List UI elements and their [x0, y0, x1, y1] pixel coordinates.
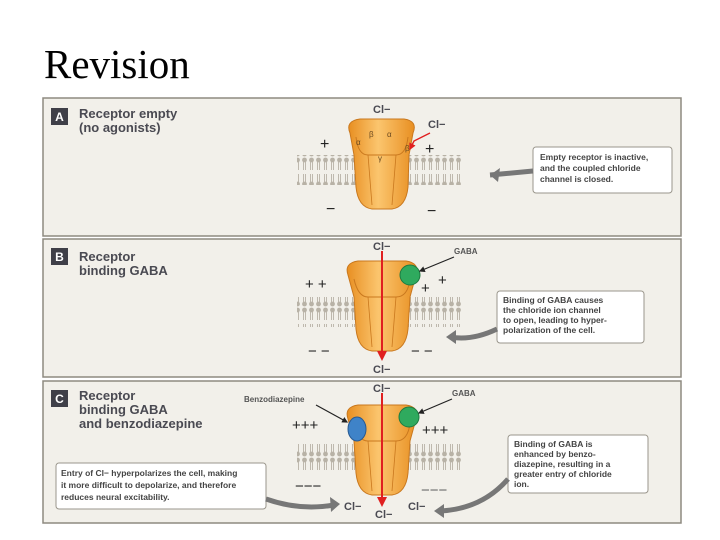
- panel-b-callout-line-1: Binding of GABA causes: [503, 295, 604, 305]
- panel-c-callout-left-line-3: reduces neural excitability.: [61, 492, 170, 502]
- panel-b-charge-bottom-right: − −: [411, 343, 433, 360]
- panel-b-heading-line-2: binding GABA: [79, 263, 168, 278]
- panel-c-benzodiazepine-pointer: [315, 404, 349, 423]
- panel-a-subunit-alpha-1: α: [356, 138, 361, 147]
- panel-b-callout-line-3: to open, leading to hyper-: [503, 315, 607, 325]
- panel-c-callout-right-pointer: [439, 477, 510, 514]
- panel-a-heading-line-2: (no agonists): [79, 120, 161, 135]
- panel-a-receptor: α β α β γ: [348, 118, 415, 210]
- panel-b: B Receptor binding GABA GABA Cl− Cl− + +…: [42, 238, 682, 378]
- panel-b-letter-box: [51, 248, 68, 265]
- panel-c-charge-top-left: +++: [292, 417, 319, 434]
- panel-c-chloride-bottom-left: Cl−: [344, 501, 361, 513]
- panel-c-chloride-bottom-right: Cl−: [408, 501, 425, 513]
- panel-b-callout-line-2: the chloride ion channel: [503, 305, 601, 315]
- panel-c-gaba-molecule: [398, 406, 420, 428]
- panel-b-chloride-top: Cl−: [373, 241, 390, 253]
- panel-c-callout-right-pointer-head: [434, 504, 444, 518]
- panel-a-subunit-beta-2: β: [405, 144, 410, 153]
- panel-c-callout-right-line-2: enhanced by benzo-: [514, 449, 596, 459]
- panel-b-callout: Binding of GABA causes the chloride ion …: [496, 290, 645, 344]
- panel-b-heading-line-1: Receptor: [79, 249, 135, 264]
- panel-b-callout-line-4: polarization of the cell.: [503, 325, 595, 335]
- panel-a-charge-top-right: +: [425, 141, 434, 158]
- panel-b-charge-top-right-outer: +: [438, 272, 447, 289]
- panel-b-charge-bottom-left: − −: [308, 343, 330, 360]
- panel-c-heading-line-1: Receptor: [79, 388, 135, 403]
- panel-a-chloride-side: Cl−: [428, 119, 445, 131]
- panel-b-chloride-bottom: Cl−: [373, 364, 390, 376]
- panel-c-callout-left-pointer: [265, 496, 335, 510]
- panel-a-callout: Empty receptor is inactive, and the coup…: [532, 146, 673, 194]
- panel-c-callout-right-line-5: ion.: [514, 479, 529, 489]
- panel-c-callout-left: Entry of Cl− hyperpolarizes the cell, ma…: [55, 462, 267, 510]
- panel-c-charge-bottom-left: −−−: [295, 478, 322, 495]
- panel-a-callout-line-1: Empty receptor is inactive,: [540, 152, 648, 162]
- panel-c-callout-left-pointer-head: [330, 497, 340, 512]
- panel-b-gaba-label: GABA: [454, 247, 478, 256]
- panel-c-callout-left-line-1: Entry of Cl− hyperpolarizes the cell, ma…: [61, 468, 237, 478]
- panel-c-charge-top-right: +++: [422, 422, 449, 439]
- panel-a-heading-line-1: Receptor empty: [79, 106, 178, 121]
- panel-c-callout-right: Binding of GABA is enhanced by benzo- di…: [507, 434, 649, 494]
- panel-b-gaba-pointer: [418, 256, 455, 272]
- panel-a-charge-top-left: +: [320, 136, 329, 153]
- panel-b-letter: B: [55, 250, 64, 264]
- panel-c-letter-box: [51, 390, 68, 407]
- panel-b-charge-top-left: + +: [305, 276, 327, 293]
- panel-a-chloride-top: Cl−: [373, 104, 390, 116]
- slide-title: Revision: [44, 41, 190, 87]
- panel-a: A Receptor empty (no agonists) α β α β γ…: [42, 97, 682, 237]
- panel-c-callout-right-line-1: Binding of GABA is: [514, 439, 593, 449]
- panel-a-charge-bottom-left: −: [326, 201, 335, 218]
- panel-c-callout-left-line-2: it more difficult to depolarize, and the…: [61, 480, 236, 490]
- panel-a-charge-bottom-right: −: [427, 203, 436, 220]
- panel-c-benzodiazepine-molecule: [347, 416, 367, 442]
- panel-a-letter: A: [55, 110, 64, 124]
- panel-c-gaba-label: GABA: [452, 389, 476, 398]
- panel-b-charge-top-right: +: [421, 280, 430, 297]
- panel-c-heading-line-2: binding GABA: [79, 402, 168, 417]
- panel-a-callout-line-2: and the coupled chloride: [540, 163, 641, 173]
- panel-c-chloride-bottom-center: Cl−: [375, 509, 392, 521]
- panel-a-callout-line-3: channel is closed.: [540, 174, 613, 184]
- panel-c-chloride-top: Cl−: [373, 383, 390, 395]
- panel-b-gaba-molecule: [399, 264, 421, 286]
- panel-c: C Receptor binding GABA and benzodiazepi…: [42, 380, 682, 524]
- panel-b-callout-pointer-head: [446, 330, 456, 344]
- panel-a-subunit-beta-1: β: [369, 130, 374, 139]
- panel-c-charge-bottom-right: −−−: [421, 482, 448, 499]
- panel-c-gaba-pointer: [417, 398, 453, 414]
- panel-a-letter-box: [51, 108, 68, 125]
- panel-a-subunit-gamma: γ: [378, 154, 382, 163]
- panel-a-blocked-chloride-arrow: [409, 132, 431, 151]
- panel-c-callout-right-line-3: diazepine, resulting in a: [514, 459, 611, 469]
- panel-c-heading-line-3: and benzodiazepine: [79, 416, 203, 431]
- panel-c-letter: C: [55, 392, 64, 406]
- panel-c-callout-right-line-4: greater entry of chloride: [514, 469, 612, 479]
- panel-c-benzodiazepine-label: Benzodiazepine: [244, 395, 305, 404]
- panel-a-subunit-alpha-2: α: [387, 130, 392, 139]
- gaba-receptor-figure: A Receptor empty (no agonists) α β α β γ…: [42, 97, 682, 524]
- panel-a-callout-pointer-head: [490, 168, 500, 182]
